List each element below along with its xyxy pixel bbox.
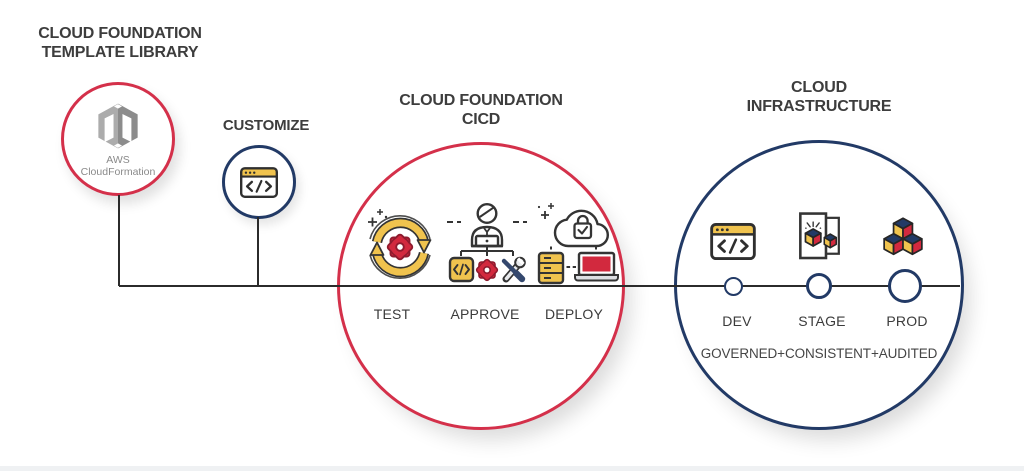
page-edge-strip [0, 466, 1024, 471]
stage-node-circle [806, 273, 832, 299]
stacked-cubes-icon [883, 217, 923, 256]
step-label-approve: APPROVE [450, 306, 520, 322]
template-library-node: AWS CloudFormation [61, 82, 175, 196]
infrastructure-title: CLOUD INFRASTRUCTURE [699, 78, 939, 116]
timeline-line [119, 285, 960, 287]
template-library-title-line1: CLOUD FOUNDATION [38, 25, 202, 42]
prod-node-circle [888, 269, 922, 303]
test-cycle-gear-icon [368, 209, 432, 279]
step-label-deploy: DEPLOY [545, 306, 603, 322]
env-label-dev: DEV [722, 313, 752, 329]
connector-customize [257, 217, 259, 286]
dev-node-circle [724, 277, 743, 296]
browser-code-icon [240, 166, 278, 198]
browser-code-icon [710, 223, 756, 260]
package-unboxing-icon [799, 212, 840, 260]
infrastructure-title-line2: INFRASTRUCTURE [746, 98, 892, 115]
customize-node [222, 145, 296, 219]
aws-cloudformation-caption: AWS CloudFormation [81, 154, 156, 178]
governance-caption: GOVERNED+CONSISTENT+AUDITED [700, 346, 938, 361]
approve-operator-icon [447, 202, 527, 283]
env-label-stage: STAGE [798, 313, 846, 329]
step-label-test: TEST [373, 306, 411, 322]
cicd-title-line1: CLOUD FOUNDATION [399, 92, 563, 109]
deploy-cloud-lock-icon [537, 203, 619, 285]
customize-title: CUSTOMIZE [222, 117, 310, 134]
infrastructure-title-line1: CLOUD [791, 79, 847, 96]
connector-template-library [118, 195, 120, 286]
cicd-title-line2: CICD [461, 111, 501, 128]
aws-caption-line1: AWS [106, 153, 130, 166]
env-label-prod: PROD [886, 313, 928, 329]
cicd-title: CLOUD FOUNDATION CICD [361, 91, 601, 129]
aws-caption-line2: CloudFormation [80, 165, 156, 178]
template-library-title-line2: TEMPLATE LIBRARY [41, 44, 199, 61]
template-library-title: CLOUD FOUNDATION TEMPLATE LIBRARY [10, 24, 230, 62]
aws-cloudformation-icon [98, 103, 138, 148]
